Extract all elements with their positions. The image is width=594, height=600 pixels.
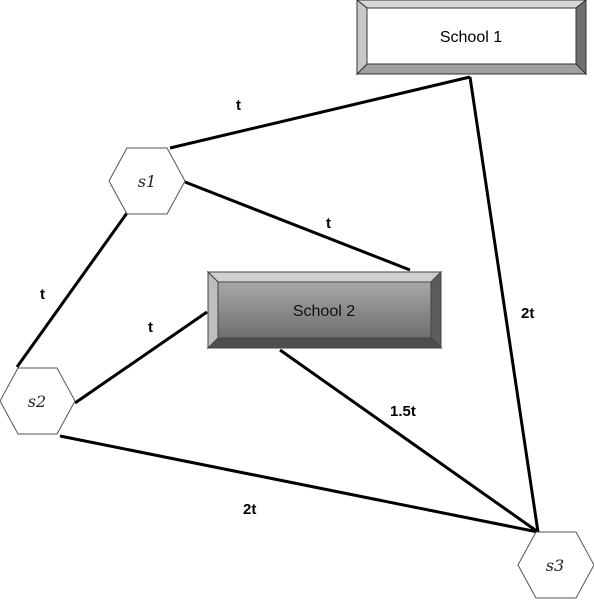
edge-label-s1-school-1: t [236,97,241,114]
edge-s1-s2 [15,212,129,368]
stop-s3: s3 [517,531,594,599]
school-1-box: School 1 [355,0,588,76]
edge-label-s2-school-2: t [148,319,153,336]
stop-s1: s1 [108,147,186,215]
school-2-label: School 2 [293,303,355,320]
edge-label-school-1-s3: 2t [521,305,534,322]
school-2-box: School 2 [206,270,443,350]
edge-s2-school-2 [74,310,208,405]
edge-label-s2-s3: 2t [243,501,256,518]
edges [15,75,540,534]
stop-s2: s2 [0,367,76,435]
edge-labels: t t t t 2t 1.5t 2t [40,97,534,518]
stop-s3-label: s3 [546,556,564,575]
edge-school-1-s3 [468,76,540,533]
stop-s1-label: s1 [138,172,156,191]
school-1-label: School 1 [440,29,502,46]
stop-s2-label: s2 [28,392,46,411]
edge-s2-s3 [59,434,539,534]
edge-s1-school-1 [169,75,471,150]
edge-school-2-s3 [279,348,539,534]
edge-s1-school-2 [184,180,411,272]
edge-label-school-2-s3: 1.5t [390,403,416,420]
edge-label-s1-s2: t [40,286,45,303]
edge-label-s1-school-2: t [326,215,331,232]
